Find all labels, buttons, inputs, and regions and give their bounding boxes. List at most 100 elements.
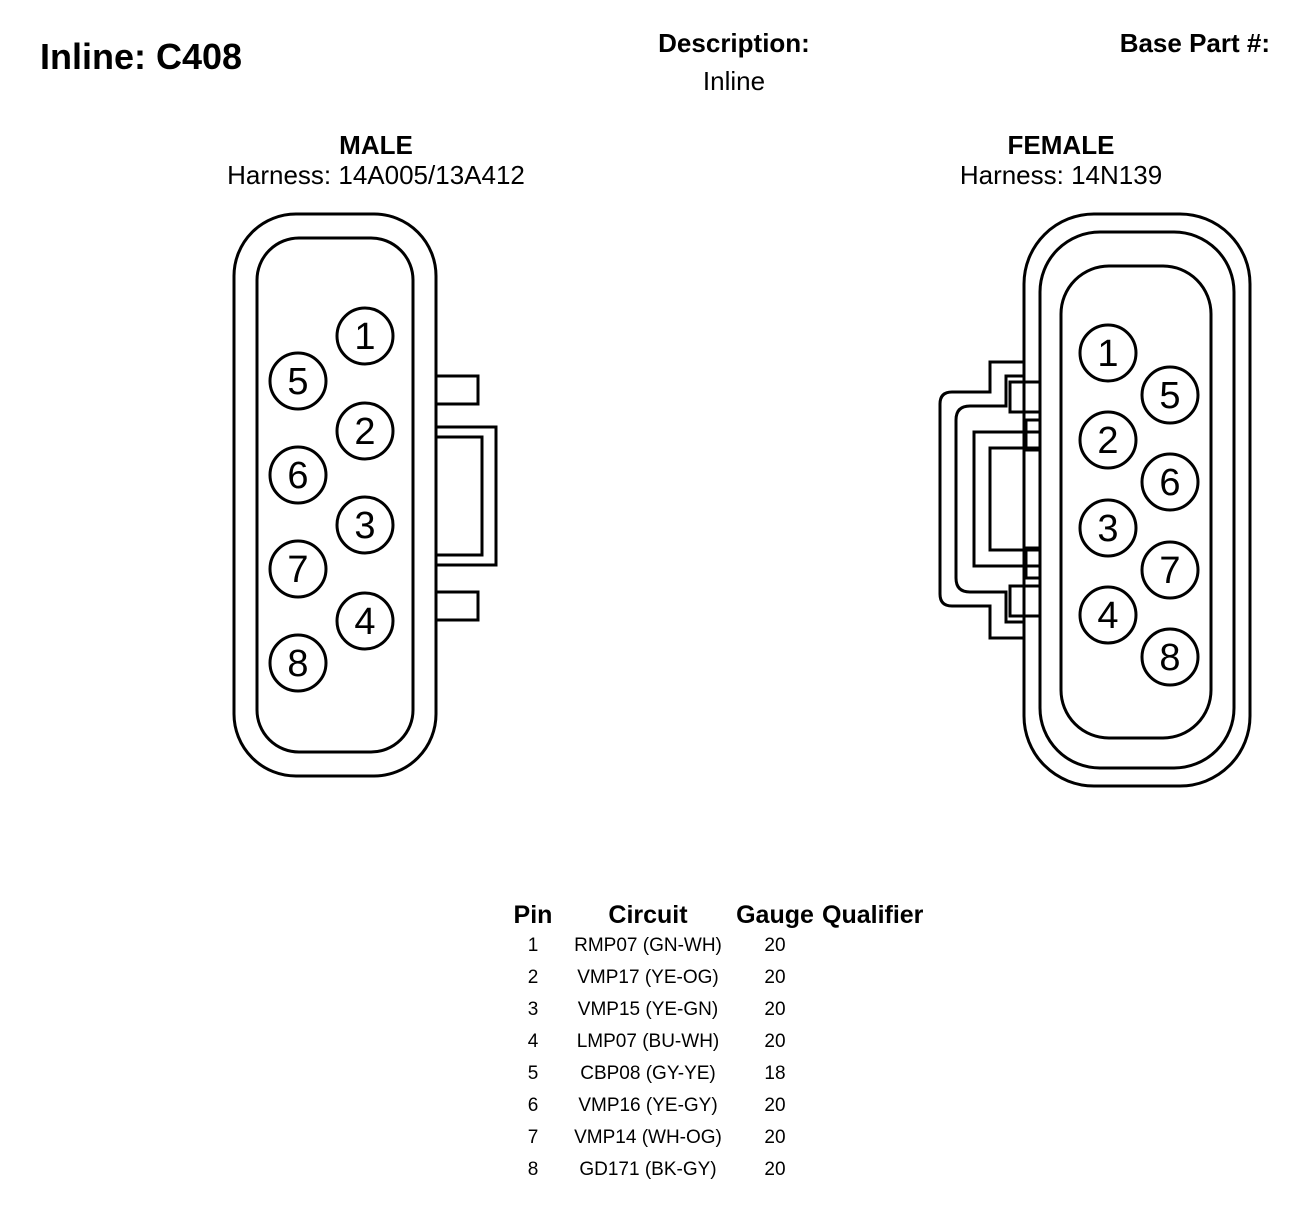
male-outer-shell (232, 212, 438, 778)
male-pin-3-circle (335, 495, 395, 555)
header-pin: Pin (513, 900, 553, 929)
female-inner-cavity (1059, 264, 1213, 740)
pin-cell: 2 (527, 967, 539, 988)
female-lock-tab-bottom (1024, 546, 1042, 580)
table-row: 3 VMP15 (YE-GN) 20 (498, 994, 942, 1026)
female-harness: Harness: 14N139 (959, 160, 1163, 190)
pin-cell: 7 (527, 1127, 539, 1148)
circuit-cell: CBP08 (GY-YE) (580, 1063, 716, 1084)
female-pin-8-label: 8 (1159, 637, 1180, 679)
female-label: FEMALE (1007, 130, 1115, 160)
table-row: 7 VMP14 (WH-OG) 20 (498, 1122, 942, 1154)
pin-cell: 3 (527, 999, 539, 1020)
pin-cell: 5 (527, 1063, 539, 1084)
female-lock-tab-top (1024, 418, 1042, 452)
header-gauge: Gauge (736, 900, 814, 929)
male-pin-1-label: 1 (354, 316, 375, 358)
circuit-cell: GD171 (BK-GY) (579, 1159, 717, 1180)
female-latch-bottom (1008, 584, 1040, 618)
description-label: Description: (658, 28, 810, 58)
qualifier-cell (822, 930, 942, 962)
circuit-cell: VMP14 (WH-OG) (574, 1127, 722, 1148)
female-pin-2-label: 2 (1097, 420, 1118, 462)
female-pin-3-circle (1078, 498, 1138, 558)
pin-table: Pin Circuit Gauge Qualifier 1 RMP07 (GN-… (498, 900, 942, 1186)
table-row: 6 VMP16 (YE-GY) 20 (498, 1090, 942, 1122)
male-pin-2-label: 2 (354, 411, 375, 453)
gauge-cell: 20 (764, 935, 786, 956)
female-connector (938, 212, 1252, 788)
gauge-cell: 20 (764, 1095, 786, 1116)
female-pin-4-label: 4 (1097, 595, 1118, 637)
qualifier-cell (822, 1154, 942, 1186)
table-row: 5 CBP08 (GY-YE) 18 (498, 1058, 942, 1090)
pin-table-header: Pin Circuit Gauge Qualifier (498, 900, 942, 930)
description-value: Inline (702, 66, 766, 96)
gauge-cell: 20 (764, 1031, 786, 1052)
female-lock-outer (972, 430, 1042, 568)
qualifier-cell (822, 994, 942, 1026)
gauge-cell: 20 (764, 999, 786, 1020)
header-qualifier: Qualifier (822, 900, 924, 929)
male-pin-7-circle (268, 539, 328, 599)
female-pin-8-circle (1140, 627, 1200, 687)
female-pin-5-label: 5 (1159, 375, 1180, 417)
male-label: MALE (339, 130, 413, 160)
female-outer-shell (1022, 212, 1252, 788)
qualifier-cell (822, 962, 942, 994)
male-pin-1-circle (335, 306, 395, 366)
female-pin-7-circle (1140, 540, 1200, 600)
pin-cell: 6 (527, 1095, 539, 1116)
circuit-cell: LMP07 (BU-WH) (576, 1031, 720, 1052)
gauge-cell: 20 (764, 967, 786, 988)
male-connector (232, 212, 498, 778)
female-pin-3-label: 3 (1097, 508, 1118, 550)
male-latch-top (434, 374, 480, 406)
male-inner-cavity (255, 236, 415, 754)
gauge-cell: 20 (764, 1127, 786, 1148)
male-pin-8-circle (268, 633, 328, 693)
male-pin-4-label: 4 (354, 601, 375, 643)
female-pin-1-label: 1 (1097, 333, 1118, 375)
female-lock-inner (988, 446, 1042, 552)
male-pin-8-label: 8 (287, 643, 308, 685)
male-pin-group: 1 2 3 4 5 6 7 8 (268, 306, 395, 693)
base-part-label: Base Part #: (1119, 28, 1270, 58)
female-lock-housing-outer (938, 360, 1024, 640)
table-row: 8 GD171 (BK-GY) 20 (498, 1154, 942, 1186)
connector-diagram: 1 2 3 4 5 6 7 8 1 2 3 4 5 6 7 8 (232, 212, 1252, 788)
female-pin-group: 1 2 3 4 5 6 7 8 (1078, 323, 1200, 687)
male-lock-outer (434, 425, 498, 567)
female-pin-7-label: 7 (1159, 550, 1180, 592)
pin-cell: 8 (527, 1159, 539, 1180)
connector-title: Inline: C408 (40, 36, 243, 77)
qualifier-cell (822, 1122, 942, 1154)
circuit-cell: RMP07 (GN-WH) (574, 935, 722, 956)
female-pin-1-circle (1078, 323, 1138, 383)
qualifier-cell (822, 1026, 942, 1058)
male-pin-3-label: 3 (354, 505, 375, 547)
circuit-cell: VMP17 (YE-OG) (577, 967, 719, 988)
header-circuit: Circuit (608, 900, 688, 929)
table-row: 1 RMP07 (GN-WH) 20 (498, 930, 942, 962)
male-pin-4-circle (335, 591, 395, 651)
female-middle-shell (1038, 230, 1236, 770)
female-pin-4-circle (1078, 585, 1138, 645)
male-pin-2-circle (335, 401, 395, 461)
gauge-cell: 20 (764, 1159, 786, 1180)
table-row: 4 LMP07 (BU-WH) 20 (498, 1026, 942, 1058)
male-pin-6-label: 6 (287, 455, 308, 497)
male-pin-7-label: 7 (287, 549, 308, 591)
male-lock-inner (434, 435, 484, 557)
qualifier-cell (822, 1090, 942, 1122)
pin-cell: 1 (527, 935, 539, 956)
circuit-cell: VMP16 (YE-GY) (578, 1095, 718, 1116)
female-pin-5-circle (1140, 365, 1200, 425)
male-harness: Harness: 14A005/13A412 (227, 160, 525, 190)
male-pin-6-circle (268, 445, 328, 505)
pin-cell: 4 (527, 1031, 539, 1052)
male-pin-5-circle (268, 351, 328, 411)
female-pin-6-label: 6 (1159, 462, 1180, 504)
female-pin-6-circle (1140, 452, 1200, 512)
male-pin-5-label: 5 (287, 361, 308, 403)
